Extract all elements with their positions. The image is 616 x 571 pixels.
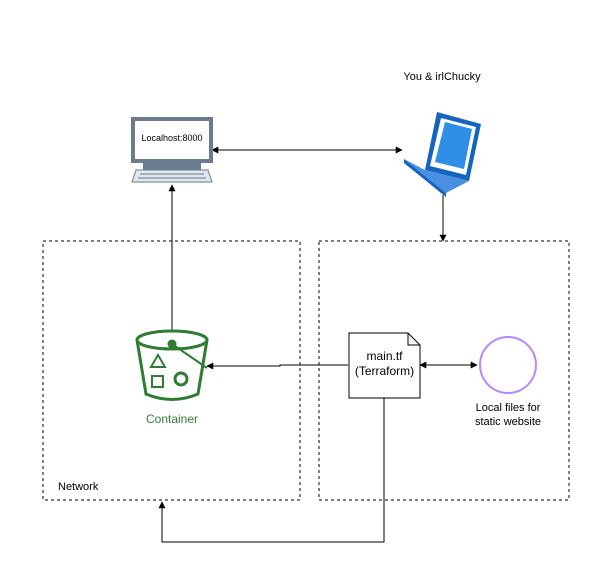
network-label: Network bbox=[58, 481, 99, 493]
laptop-icon bbox=[404, 112, 481, 197]
desktop-monitor-icon bbox=[131, 117, 213, 183]
local-files-line1: Local files for bbox=[475, 402, 541, 414]
local-files-line2: static website bbox=[474, 416, 542, 428]
user-label: You & irlChucky bbox=[403, 71, 481, 83]
s3-bucket-icon bbox=[135, 329, 209, 401]
terraform-to-network-connector bbox=[158, 398, 385, 543]
terraform-to-container-connector bbox=[206, 362, 348, 370]
document-icon bbox=[348, 332, 421, 399]
local-files-label: Local files for static website bbox=[460, 401, 556, 429]
local-group-box bbox=[318, 240, 570, 501]
circle-icon bbox=[479, 336, 537, 394]
monitor-screen-label: Localhost:8000 bbox=[141, 133, 203, 143]
container-label: Container bbox=[145, 412, 199, 426]
terraform-file-caption: (Terraform) bbox=[354, 364, 415, 378]
terraform-file-label: main.tf (Terraform) bbox=[349, 349, 420, 379]
terraform-file-name: main.tf bbox=[366, 349, 403, 363]
